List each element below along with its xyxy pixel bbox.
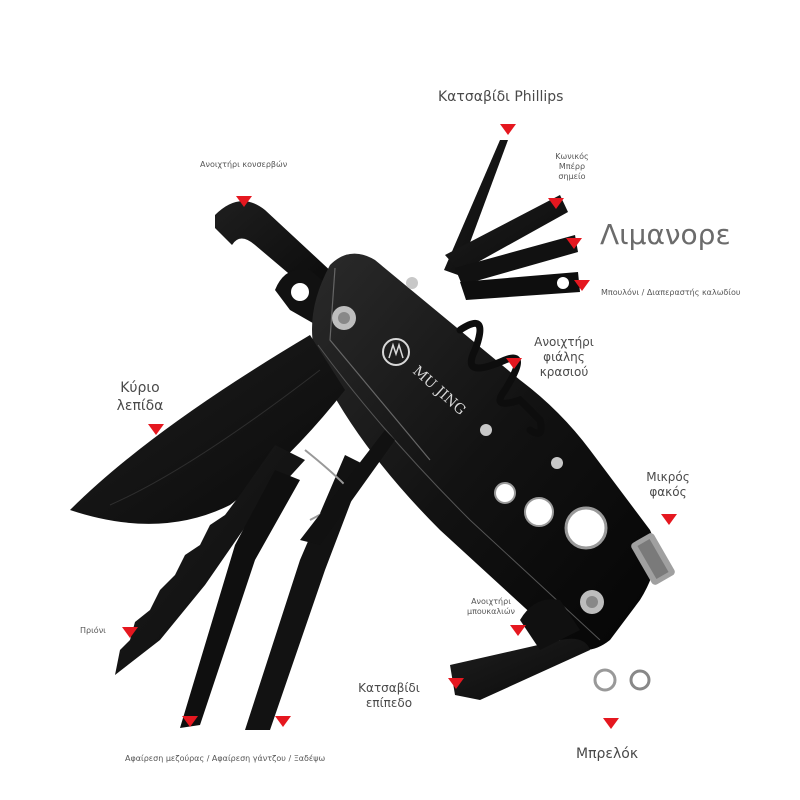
marker-phillips: [500, 124, 516, 135]
marker-bottle-opener: [510, 625, 526, 636]
marker-can-opener: [236, 196, 252, 207]
phillips-screwdriver: [444, 140, 508, 275]
flat-screwdriver: [450, 638, 590, 700]
label-flat-screwdriver: Κατσαβίδι επίπεδο: [358, 681, 420, 710]
label-can-opener: Ανοιχτήρι κονσερβών: [200, 160, 288, 169]
awl-tool: [460, 272, 580, 300]
label-saw: Πριόνι: [80, 626, 106, 635]
label-corkscrew: Ανοιχτήρι φιάλης κρασιού: [534, 335, 594, 379]
marker-flashlight: [661, 514, 677, 525]
marker-hook: [275, 716, 291, 727]
label-conical: Κωνικός Μπέρρ σημείο: [555, 152, 589, 181]
label-main-blade: Κύριο λεπίδα: [116, 380, 164, 414]
tool-handle: [312, 253, 656, 651]
main-blade: [70, 335, 345, 524]
conical-burr: [445, 195, 568, 272]
marker-main-blade: [148, 424, 164, 435]
brand-label: Λιμανορε: [600, 218, 731, 251]
marker-flat-screwdriver: [448, 678, 464, 689]
saw-blade: [115, 445, 305, 675]
hook-tool: [300, 430, 395, 545]
marker-corkscrew: [506, 358, 522, 369]
marker-awl: [574, 280, 590, 291]
label-awl: Μπουλόνι / Διαπεραστής καλωδίου: [601, 288, 741, 297]
label-bottle-opener: Ανοιχτήρι μπουκαλιών: [466, 597, 516, 616]
file-tool: [455, 235, 578, 285]
scissors-blade-a: [180, 470, 300, 728]
marker-keychain: [603, 718, 619, 729]
label-scissors-etc: Αφαίρεση μεζούρας / Αφαίρεση γάντζου / Ξ…: [125, 754, 326, 763]
keychain-ring: [593, 668, 617, 692]
label-phillips: Κατσαβίδι Phillips: [438, 89, 564, 105]
marker-file: [566, 238, 582, 249]
marker-scissors: [182, 716, 198, 727]
label-keychain: Μπρελόκ: [576, 746, 639, 762]
label-flashlight: Μικρός φακός: [646, 470, 690, 499]
marker-saw: [122, 627, 138, 638]
marker-conical: [548, 198, 564, 209]
bottle-opener: [520, 599, 580, 650]
markers: [122, 124, 677, 729]
